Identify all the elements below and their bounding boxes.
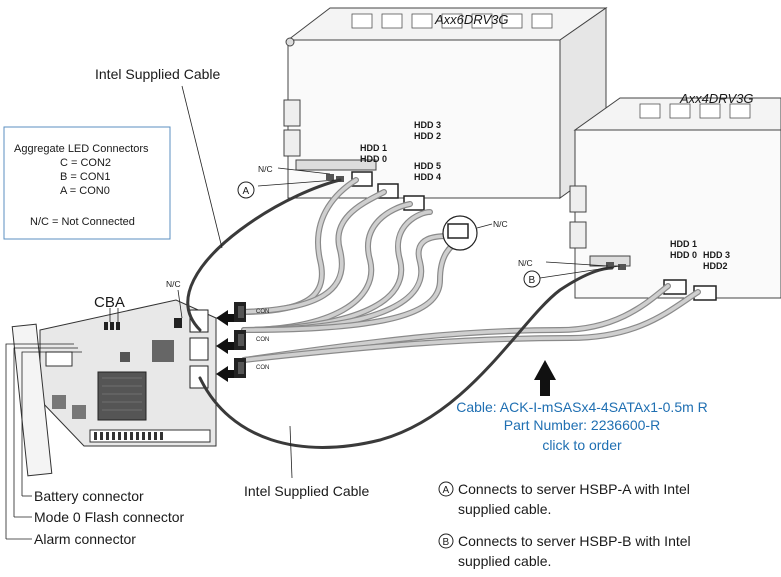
alarm-connector-label: Alarm connector (34, 531, 136, 547)
note-a-marker: A (443, 485, 450, 496)
note-a-line1: Connects to server HSBP-A with Intel (458, 481, 690, 497)
callout-lines (5, 85, 621, 540)
four-drive-cage: Axx4DRV3G HDD 1 HDD 0 HDD 3 HDD2 (569, 91, 781, 301)
legend-line-2: B = CON1 (60, 171, 110, 183)
six-hdd54-line2: HDD 4 (414, 172, 441, 182)
intel-cable-top-label: Intel Supplied Cable (95, 66, 221, 82)
six-hdd32-line2: HDD 2 (414, 131, 441, 141)
sata-cables (237, 177, 701, 363)
intel-supplied-cables (186, 178, 614, 449)
note-b-marker: B (443, 537, 450, 548)
aggregate-led-legend: Aggregate LED Connectors C = CON2 B = CO… (3, 126, 171, 240)
note-b: B Connects to server HSBP-B with Intel s… (438, 533, 691, 569)
cable-pointer-arrow (534, 360, 556, 396)
marker-b-circle (523, 270, 541, 288)
con-tag-1: CON (256, 337, 269, 343)
note-a-line2: supplied cable. (458, 501, 551, 517)
raid-controller-board: CBA N/C (11, 279, 217, 477)
marker-b-letter: B (529, 275, 536, 286)
marker-a-letter: A (243, 186, 250, 197)
click-to-order-link[interactable]: click to order (542, 437, 622, 453)
four-hdd32-line1: HDD 3 (703, 250, 730, 260)
cable-name[interactable]: Cable: ACK-I-mSASx4-4SATAx1-0.5m R (456, 399, 708, 415)
legend-line-0: Aggregate LED Connectors (14, 143, 149, 155)
six-drive-title: Axx6DRV3G (434, 12, 508, 27)
legend-line-3: A = CON0 (60, 185, 110, 197)
marker-a-circle (237, 181, 255, 199)
intel-cable-bottom-label: Intel Supplied Cable (244, 483, 370, 499)
note-b-line1: Connects to server HSBP-B with Intel (458, 533, 691, 549)
legend-line-1: C = CON2 (60, 157, 111, 169)
cba-label: CBA (94, 294, 125, 311)
nc-six-label: N/C (258, 164, 273, 174)
minisas-heads: CON CON CON (216, 302, 269, 382)
four-hdd32-line2: HDD2 (703, 261, 728, 271)
flash-connector-label: Mode 0 Flash connector (34, 509, 185, 525)
nc-four-label: N/C (518, 258, 533, 268)
legend-line-5: N/C = Not Connected (30, 216, 135, 228)
six-hdd32-line1: HDD 3 (414, 120, 441, 130)
four-drive-title: Axx4DRV3G (679, 91, 753, 106)
nc-connector-callout: N/C (442, 215, 508, 251)
nc-board-label: N/C (166, 279, 181, 289)
note-a: A Connects to server HSBP-A with Intel s… (438, 481, 690, 517)
con-tag-2: CON (256, 309, 269, 315)
cable-part-number[interactable]: Part Number: 2236600-R (504, 417, 660, 433)
battery-connector-label: Battery connector (34, 488, 144, 504)
cable-order-link[interactable]: Cable: ACK-I-mSASx4-4SATAx1-0.5m R Part … (456, 399, 708, 453)
four-hdd10-line1: HDD 1 (670, 239, 697, 249)
four-hdd10-line2: HDD 0 (670, 250, 697, 260)
six-drive-cage: Axx6DRV3G HDD 3 HDD 2 HDD 1 HDD 0 HDD 5 … (283, 7, 608, 211)
note-b-line2: supplied cable. (458, 553, 551, 569)
six-hdd10-line1: HDD 1 (360, 143, 387, 153)
con-tag-0: CON (256, 365, 269, 371)
six-hdd54-line1: HDD 5 (414, 161, 441, 171)
nc-callout-label: N/C (493, 219, 508, 229)
six-hdd10-line2: HDD 0 (360, 154, 387, 164)
